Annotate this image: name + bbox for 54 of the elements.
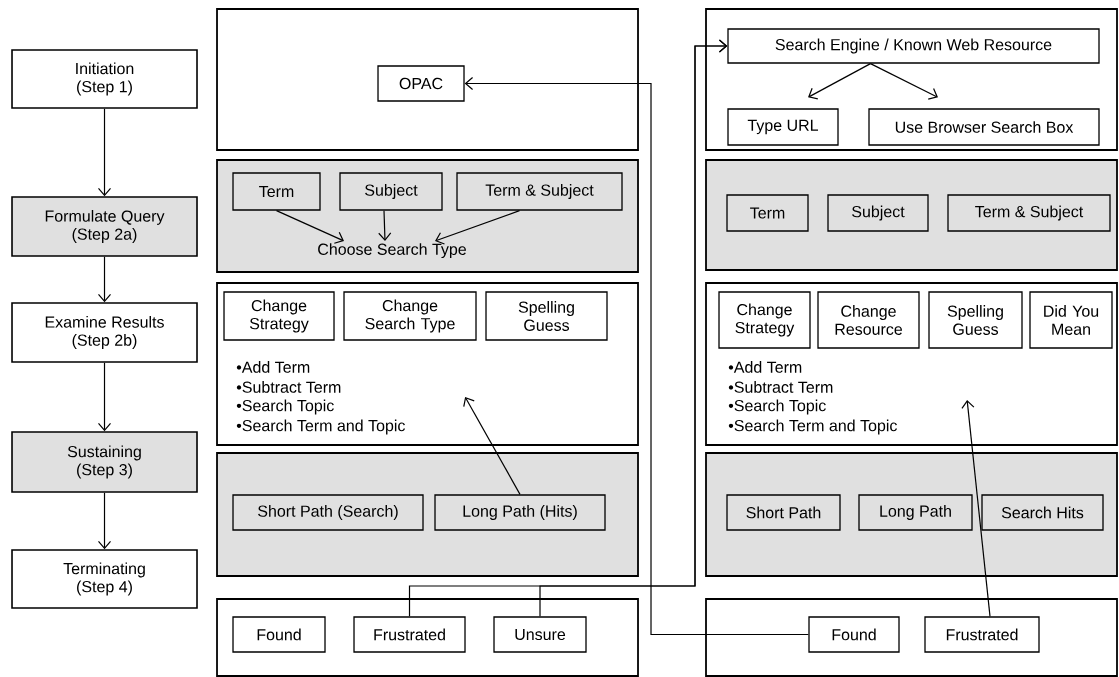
option-box: Subject	[339, 172, 443, 211]
step-box: Sustaining (Step 3)	[11, 431, 198, 493]
option-box: Term	[726, 194, 809, 232]
option-box: Short Path (Search)	[232, 494, 424, 531]
option-box: Type URL	[727, 108, 839, 146]
arrow	[808, 63, 872, 100]
step-box: Examine Results (Step 2b)	[11, 302, 198, 363]
arrow	[435, 210, 521, 245]
connector-arrow	[539, 39, 728, 617]
option-box: Term	[232, 172, 321, 211]
list-item: •Add Term	[728, 361, 802, 373]
option-box: Term & Subject	[947, 194, 1111, 232]
arrow	[463, 396, 521, 495]
step-box: Initiation (Step 1)	[11, 49, 198, 109]
arrow	[97, 256, 112, 303]
arrow	[961, 399, 991, 617]
option-box: Term & Subject	[456, 172, 623, 211]
option-box: Unsure	[493, 616, 587, 653]
list-item: •Search Term and Topic	[236, 419, 405, 435]
option-box: Search Hits	[981, 494, 1104, 531]
option-box: Long Path	[858, 494, 973, 531]
list-item: •Subtract Term	[728, 381, 833, 393]
option-box: Change Strategy	[718, 291, 811, 349]
list-item: •Add Term	[236, 361, 310, 373]
option-box: Long Path (Hits)	[434, 494, 606, 531]
list-item: •Search Term and Topic	[728, 419, 897, 435]
option-box: Search Engine / Known Web Resource	[727, 28, 1100, 64]
list-item: •Search Topic	[728, 399, 826, 415]
option-box: Did You Mean	[1029, 291, 1113, 349]
connector-arrow	[464, 76, 809, 636]
option-box: Found	[808, 616, 900, 653]
option-box: Change Strategy	[223, 291, 335, 341]
text-label: Choose Search Type	[318, 243, 466, 259]
list-item: •Search Topic	[236, 399, 334, 415]
step-box: Formulate Query (Step 2a)	[11, 196, 198, 257]
step-box: Terminating (Step 4)	[11, 549, 198, 609]
option-box: Subject	[827, 194, 929, 232]
option-box: Frustrated	[353, 616, 466, 653]
list-item: •Subtract Term	[236, 381, 341, 393]
option-box: OPAC	[377, 65, 465, 102]
option-box: Frustrated	[924, 616, 1040, 653]
option-box: Change Search Type	[343, 291, 477, 341]
option-box: Use Browser Search Box	[868, 108, 1100, 146]
option-box: Change Resource	[817, 291, 920, 349]
arrow	[378, 210, 392, 241]
arrow	[97, 362, 112, 432]
arrow	[97, 108, 112, 197]
option-box: Short Path	[726, 494, 841, 531]
arrow	[275, 210, 344, 244]
arrow	[97, 492, 112, 550]
option-box: Found	[232, 616, 326, 653]
option-box: Spelling Guess	[928, 291, 1023, 349]
option-box: Spelling Guess	[485, 291, 608, 341]
arrow	[869, 63, 938, 100]
